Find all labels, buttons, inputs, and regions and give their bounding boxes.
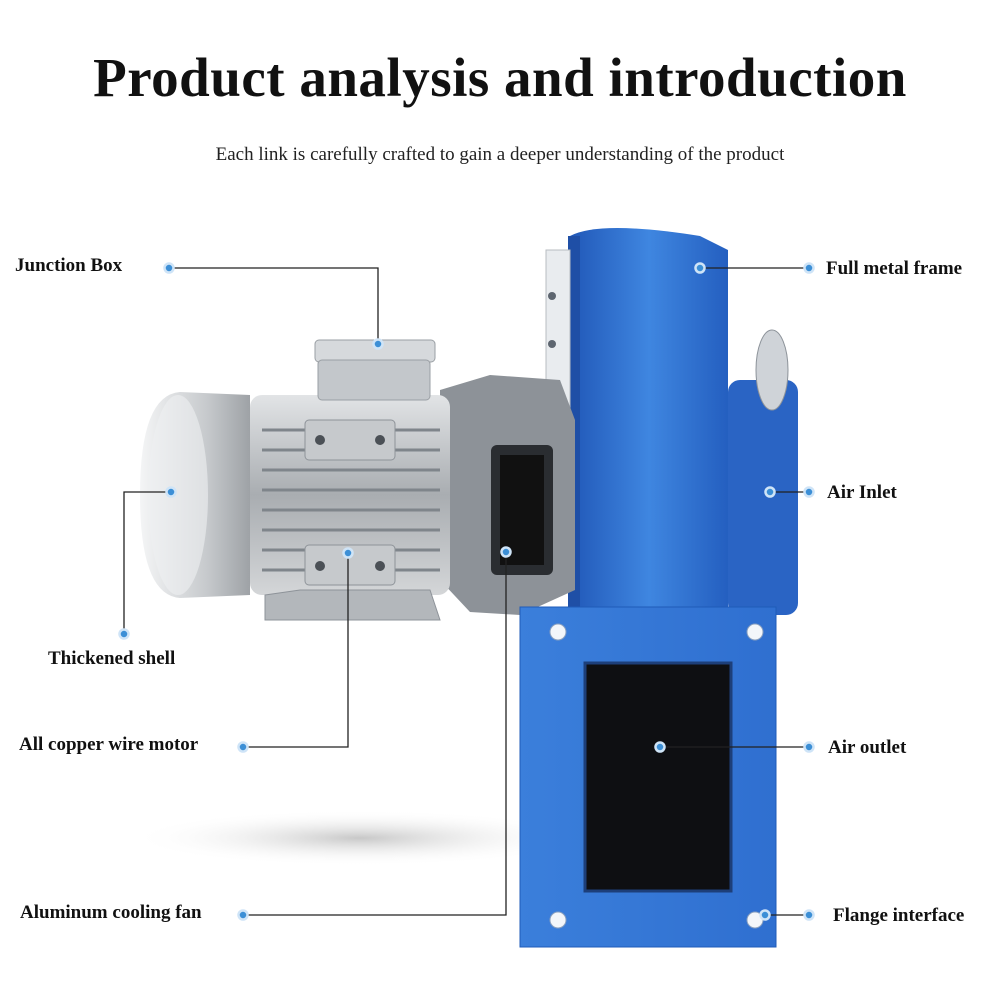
outlet-flange [519, 606, 777, 948]
callout-dot [342, 547, 354, 559]
label-air-outlet: Air outlet [828, 737, 907, 758]
label-copper-motor: All copper wire motor [19, 734, 199, 755]
label-junction-box: Junction Box [15, 255, 123, 276]
callout-dot [803, 486, 815, 498]
callout-dot [803, 262, 815, 274]
leader-line-thickened-shell [123, 491, 171, 634]
callout-dot [803, 909, 815, 921]
blower-housing [545, 228, 798, 615]
label-cooling-fan: Aluminum cooling fan [20, 902, 202, 923]
callout-dot [759, 909, 771, 921]
leader-line-copper-motor [243, 553, 349, 748]
callout-dot [803, 741, 815, 753]
floor-shadow [130, 810, 590, 866]
callout-dot [500, 546, 512, 558]
callout-dot [237, 909, 249, 921]
motor-body [250, 395, 450, 621]
motor-adapter [440, 375, 575, 615]
callout-dot [237, 741, 249, 753]
fan-cover [140, 392, 250, 598]
leader-line-cooling-fan [243, 552, 507, 916]
callout-dot [654, 741, 666, 753]
label-flange: Flange interface [833, 905, 965, 926]
callout-dot [694, 262, 706, 274]
callout-dot [163, 262, 175, 274]
callout-dot [372, 338, 384, 350]
junction-box [314, 339, 436, 401]
callout-dot [764, 486, 776, 498]
label-metal-frame: Full metal frame [826, 258, 963, 279]
page-subtitle: Each link is carefully crafted to gain a… [215, 144, 785, 165]
callout-dot [165, 486, 177, 498]
page-title: Product analysis and introduction [93, 47, 907, 108]
callout-dot [118, 628, 130, 640]
label-air-inlet: Air Inlet [827, 482, 897, 503]
label-thickened-shell: Thickened shell [48, 648, 176, 669]
leader-line-junction-box [169, 267, 379, 344]
